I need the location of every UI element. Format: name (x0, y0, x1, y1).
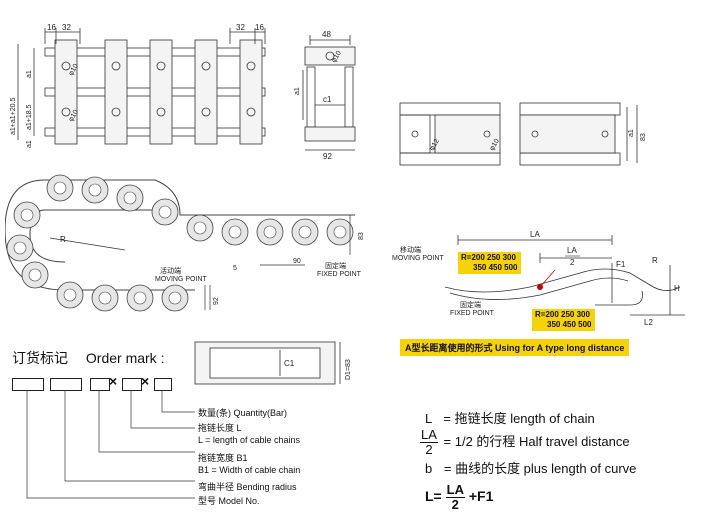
code-box-width (90, 378, 110, 391)
radius-values-top-line1: R=200 250 300 (461, 253, 516, 262)
formula-final-fraction: LA 2 (445, 482, 465, 512)
legend-width-cn: 拖链宽度 B1 (198, 453, 248, 463)
order-title-en: Order mark (85, 350, 157, 366)
legend-model-no: 型号 Model No. (198, 496, 260, 506)
dim-left-3: a1+18.5 (26, 104, 33, 130)
la-half-den: 2 (570, 258, 575, 267)
legend-length-en: L = length of cable chains (198, 435, 300, 445)
chain-side-view-diagram: R 活动端 MOVING POINT 固定端 FIXED POINT 90 83… (5, 174, 365, 312)
ld-moving-cn: 移动端 (400, 245, 421, 254)
radius-values-top: R=200 250 300 350 450 500 (458, 252, 521, 274)
chain-side-links-diagram: φ12 φ10 83 a1 (399, 102, 645, 166)
formula-final-suffix: +F1 (468, 488, 494, 505)
formula-l: L = 拖链长度 length of chain (425, 408, 595, 427)
f1-label: F1 (616, 260, 626, 269)
ld-fixed-en: FIXED POINT (450, 310, 495, 317)
formula-la-fraction: LA 2 (420, 428, 438, 457)
formula-la-den: 2 (425, 442, 433, 457)
radius-values-bottom: R=200 250 300 350 450 500 (532, 309, 595, 331)
radius-label: R (60, 235, 66, 244)
code-box-quantity (154, 378, 172, 391)
dim-top-1: 16 (47, 23, 56, 32)
x-mark-1: × (109, 373, 118, 389)
h-label: H (674, 284, 680, 293)
la-label: LA (530, 230, 540, 239)
formula-final-prefix: L= (425, 488, 442, 505)
radius-values-bottom-line2: 350 450 500 (547, 320, 592, 329)
order-mark-title: 订货标记 Order mark : (12, 348, 164, 368)
dim-a1: a1 (294, 87, 301, 95)
chain-cross-section-diagram: 48 φ10 a1 c1 92 (294, 30, 356, 161)
long-distance-diagram: LA LA 2 移动端 MOVING POINT 固定端 FIXED POINT… (392, 230, 685, 327)
r-label: R (652, 256, 658, 265)
dim-90: 90 (293, 258, 301, 265)
formula-la-num: LA (420, 427, 438, 443)
code-box-length (122, 378, 142, 391)
legend-bending-radius: 弯曲半径 Bending radius (198, 482, 297, 492)
order-leader-lines (26, 390, 195, 499)
dim-48: 48 (322, 30, 331, 39)
legend-quantity: 数量(条) Quantity(Bar) (198, 408, 288, 418)
legend-length-cn: 拖链长度 L (198, 423, 242, 433)
dim-92-side: 92 (213, 297, 220, 305)
x-mark-2: × (141, 373, 150, 389)
code-box-radius (50, 378, 82, 391)
radius-values-top-line2: 350 450 500 (473, 263, 518, 272)
dim-left-4: a1 (26, 140, 33, 148)
formula-l-symbol: L (425, 411, 432, 426)
dim-c1-order: C1 (284, 359, 295, 368)
order-section-diagram: C1 D1=83 (194, 341, 352, 385)
order-title-colon: : (160, 350, 165, 366)
formula-b: b = 曲线的长度 plus length of curve (425, 458, 636, 477)
dim-92: 92 (323, 152, 332, 161)
dim-d1-order: D1=83 (345, 359, 352, 380)
dim-5: 5 (233, 265, 237, 272)
dim-top-4: 16 (255, 23, 264, 32)
ld-fixed-cn: 固定端 (460, 300, 481, 309)
formula-final-den: 2 (451, 497, 459, 512)
dim-a1-b: a1 (628, 129, 635, 137)
formula-final-num: LA (445, 482, 465, 498)
l2-label: L2 (644, 318, 653, 327)
formula-final: L= LA 2 +F1 (425, 483, 493, 512)
moving-point-en: MOVING POINT (155, 276, 207, 283)
legend-width-en: B1 = Width of cable chain (198, 465, 301, 475)
formula-la: LA 2 = 1/2 的行程 Half travel distance (420, 428, 630, 457)
dim-left-1: a1+a1+20.5 (10, 98, 17, 135)
dim-left-2: a1 (26, 70, 33, 78)
fixed-point-cn: 固定端 (325, 261, 346, 270)
la-half-num: LA (567, 246, 577, 255)
moving-point-cn: 活动端 (160, 266, 181, 275)
dim-top-3: 32 (236, 23, 245, 32)
ld-moving-en: MOVING POINT (392, 255, 444, 262)
dim-83: 83 (640, 133, 645, 141)
formula-la-text: = 1/2 的行程 Half travel distance (443, 433, 630, 449)
code-box-model (12, 378, 44, 391)
formula-l-text: = 拖链长度 length of chain (443, 411, 595, 426)
long-distance-caption: A型长距离使用的形式 Using for A type long distanc… (400, 339, 630, 356)
fixed-point-en: FIXED POINT (317, 271, 362, 278)
order-title-cn: 订货标记 (12, 350, 68, 366)
chain-top-view-diagram: 16 32 32 16 φ10 φ10 a1+a1+20.5 a1 a1+18.… (10, 23, 266, 148)
dim-c1: c1 (323, 95, 332, 104)
formula-b-symbol: b (425, 461, 433, 476)
dim-83-side: 83 (358, 232, 365, 240)
radius-values-bottom-line1: R=200 250 300 (535, 310, 590, 319)
dim-top-2: 32 (62, 23, 71, 32)
formula-b-text: = 曲线的长度 plus length of curve (443, 461, 637, 476)
